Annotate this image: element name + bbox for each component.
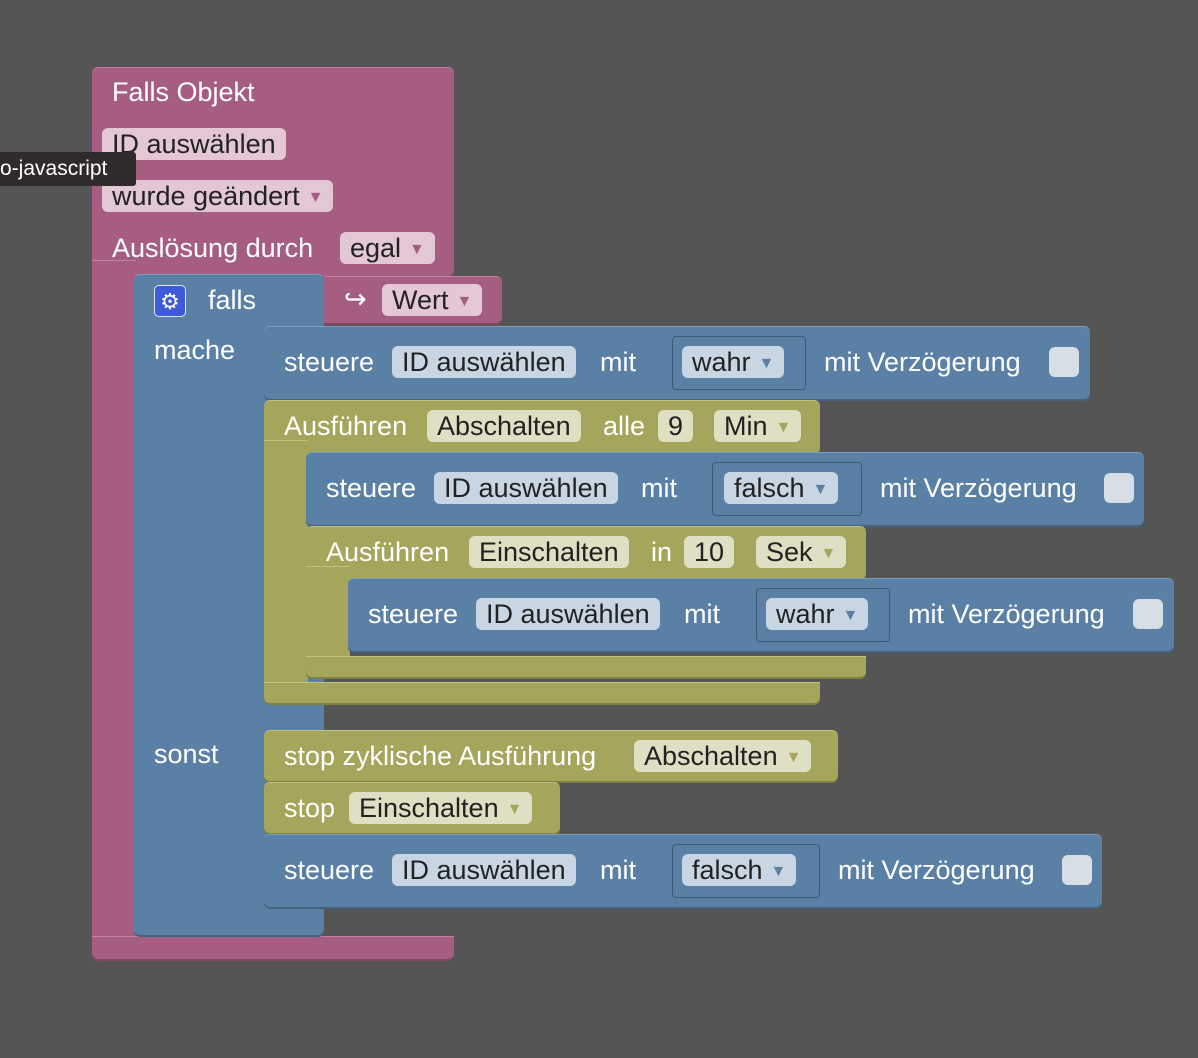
chevron-down-icon: ▼ [812, 480, 829, 498]
trigger-title: Falls Objekt [112, 77, 255, 107]
control-id-field[interactable]: ID auswählen [392, 854, 576, 886]
control-label: steuere [368, 599, 459, 629]
chevron-down-icon: ▼ [770, 862, 787, 880]
delay-label: mit Verzögerung [824, 347, 1021, 377]
bool-dropdown[interactable]: wahr▼ [682, 346, 785, 378]
delay-label: mit Verzögerung [908, 599, 1105, 629]
interval-unit-dropdown[interactable]: Min▼ [714, 410, 802, 442]
delay-checkbox[interactable] [1104, 473, 1134, 503]
timeout-label: Ausführen [326, 537, 450, 567]
delay-checkbox[interactable] [1133, 599, 1163, 629]
control-label: steuere [284, 855, 375, 885]
control-with: mit [641, 473, 677, 503]
gear-icon[interactable]: ⚙ [154, 285, 186, 317]
delay-label: mit Verzögerung [880, 473, 1077, 503]
chevron-down-icon: ▼ [785, 748, 802, 766]
control-with: mit [684, 599, 720, 629]
trigger-block-bottom [92, 936, 454, 959]
interval-block-bottom [264, 682, 820, 703]
timeout-name-field[interactable]: Einschalten [469, 536, 629, 568]
chevron-down-icon: ▼ [820, 544, 837, 562]
interval-value-field[interactable]: 9 [658, 410, 694, 442]
timeout-block-bottom [306, 656, 866, 677]
stop-interval-dropdown[interactable]: Abschalten▼ [634, 740, 812, 772]
interval-every: alle [603, 411, 646, 441]
do-label: mache [154, 335, 236, 365]
interval-name-field[interactable]: Abschalten [427, 410, 581, 442]
arrow-icon: ↪ [344, 284, 367, 314]
timeout-unit-dropdown[interactable]: Sek▼ [756, 536, 847, 568]
interval-block-rail [264, 440, 308, 691]
value-dropdown[interactable]: Wert▼ [382, 284, 483, 316]
chevron-down-icon: ▼ [775, 418, 792, 436]
control-label: steuere [326, 473, 417, 503]
chevron-down-icon: ▼ [307, 188, 324, 206]
control-label: steuere [284, 347, 375, 377]
chevron-down-icon: ▼ [456, 292, 473, 310]
delay-checkbox[interactable] [1049, 347, 1079, 377]
tooltip: o-javascript [0, 152, 136, 186]
stop-timeout-dropdown[interactable]: Einschalten▼ [349, 792, 533, 824]
control-id-field[interactable]: ID auswählen [476, 598, 660, 630]
bool-dropdown[interactable]: falsch▼ [724, 472, 839, 504]
interval-label: Ausführen [284, 411, 408, 441]
delay-checkbox[interactable] [1062, 855, 1092, 885]
control-id-field[interactable]: ID auswählen [434, 472, 618, 504]
stop-timeout-label: stop [284, 793, 336, 823]
chevron-down-icon: ▼ [758, 354, 775, 372]
bool-dropdown[interactable]: falsch▼ [682, 854, 797, 886]
trigger-block-left-rail [92, 260, 136, 951]
control-with: mit [600, 347, 636, 377]
chevron-down-icon: ▼ [842, 606, 859, 624]
chevron-down-icon: ▼ [409, 240, 425, 258]
timeout-in: in [651, 537, 673, 567]
timeout-block-rail [306, 566, 350, 667]
bool-dropdown[interactable]: wahr▼ [766, 598, 869, 630]
trigger-dropdown[interactable]: egal▼ [340, 232, 435, 264]
timeout-value-field[interactable]: 10 [684, 536, 735, 568]
control-id-field[interactable]: ID auswählen [392, 346, 576, 378]
trigger-label: Auslösung durch [112, 233, 314, 263]
control-with: mit [600, 855, 636, 885]
stop-interval-label: stop zyklische Ausführung [284, 741, 597, 771]
if-label: falls [208, 285, 257, 315]
else-label: sonst [154, 739, 219, 769]
condition-dropdown[interactable]: wurde geändert▼ [102, 180, 334, 212]
chevron-down-icon: ▼ [506, 800, 523, 818]
delay-label: mit Verzögerung [838, 855, 1035, 885]
